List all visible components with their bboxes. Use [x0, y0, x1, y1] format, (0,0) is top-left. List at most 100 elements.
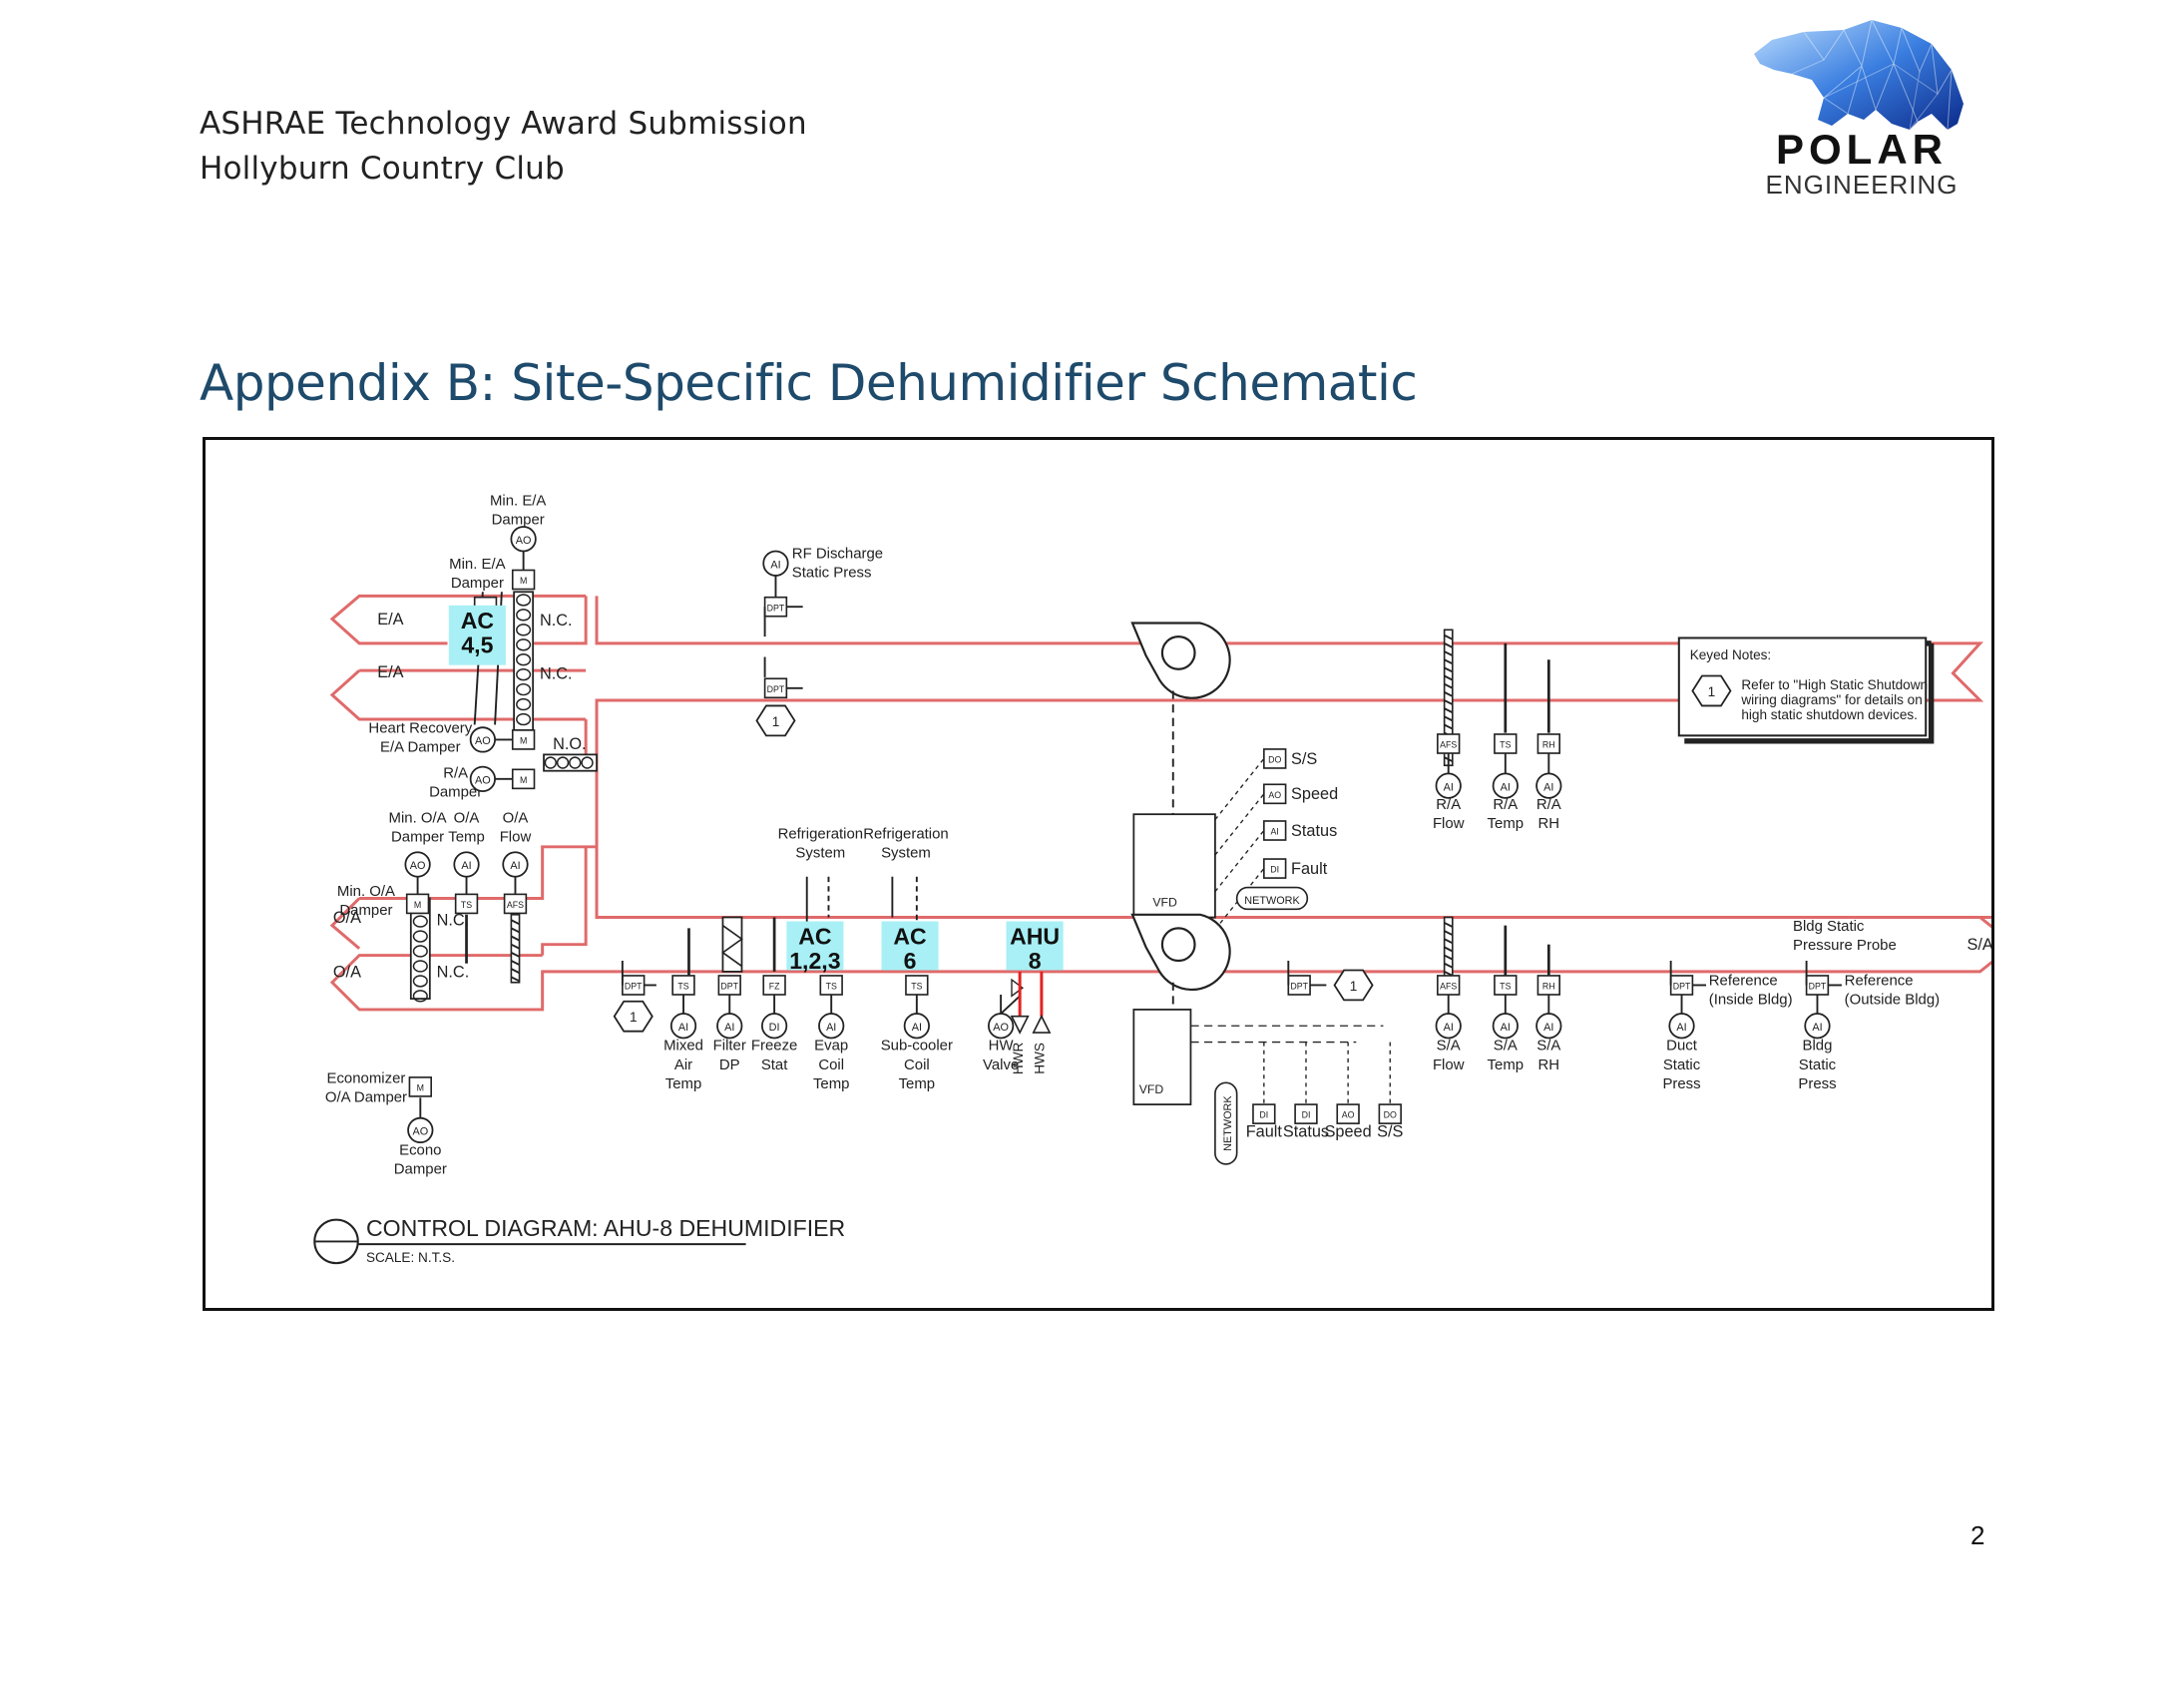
rf-point-label-0: S/S	[1291, 750, 1317, 768]
min-ea-damper-column-blade	[516, 653, 532, 666]
sa-sensor-ai-1-tag: AI	[1501, 1022, 1511, 1034]
heat-recovery-label: E/A Damper	[380, 739, 461, 756]
page-title: Appendix B: Site-Specific Dehumidifier S…	[200, 354, 1418, 412]
bottom-sensor-label-4: Coil	[904, 1056, 930, 1073]
sf-point-3-tag: DO	[1384, 1110, 1397, 1120]
rf-network-pill	[1235, 886, 1309, 911]
ra-sensor-label-0: R/A	[1436, 796, 1461, 813]
bldg-static-ai	[1804, 1013, 1831, 1040]
ra-sensor-label-2: R/A	[1536, 796, 1561, 813]
min-ea-damper-column-blade	[516, 624, 532, 636]
duct-supply-main	[329, 765, 1991, 1012]
economizer-label: Economizer	[327, 1069, 406, 1086]
rf-point-1	[1263, 783, 1287, 805]
supply-vfd-box	[1132, 1009, 1192, 1105]
sa-flow-array-hatch	[1444, 962, 1454, 969]
oa-temp-label: Temp	[448, 828, 485, 845]
sf-point-3	[1378, 1103, 1402, 1124]
ref-outside-label: Reference	[1845, 972, 1914, 989]
sf-point-2	[1336, 1103, 1360, 1124]
rf-dpt-2-tag: DPT	[767, 684, 785, 694]
ac-6-highlight	[881, 921, 939, 971]
caption-scale: SCALE: N.T.S.	[366, 1250, 455, 1265]
bottom-sensor-label-0: Mixed	[663, 1038, 703, 1055]
rf-link	[1214, 830, 1265, 893]
min-ea-damper-label: Min. E/A	[449, 556, 505, 573]
bottom-sensor-ai-2-tag: DI	[769, 1022, 780, 1034]
sa-sensor-ai-1	[1492, 1013, 1519, 1040]
bottom-sensor-ai-5-tag: AO	[993, 1022, 1009, 1034]
duct-static-label: Press	[1662, 1075, 1700, 1092]
bldg-static-ai-tag: AI	[1812, 1022, 1822, 1034]
ra-damper-ao-tag: AO	[475, 775, 491, 787]
keyed-note-1-rf	[755, 704, 796, 737]
supply-fan-icon-hub	[1160, 927, 1196, 963]
keyed-note-1-mixed	[613, 1000, 654, 1033]
rf-point-label-2: Status	[1291, 822, 1337, 840]
oa-flow-array-hatch	[510, 951, 520, 958]
bldg-static-label: Static	[1799, 1056, 1837, 1073]
bldg-static-label: Bldg	[1803, 1038, 1833, 1055]
ra-flow-array-hatch	[1444, 682, 1454, 689]
sa-sensor-0-tag: AFS	[1440, 982, 1457, 992]
keyed-note-1-rf-tag: 1	[772, 714, 780, 729]
ra-flow-array-hatch	[1444, 715, 1454, 722]
polar-engineering-logo: POLAR ENGINEERING	[1754, 18, 1964, 200]
sa-sensor-label-0: Flow	[1433, 1056, 1465, 1073]
rf-discharge-label: RF Discharge	[792, 545, 883, 562]
keyed-note-1-discharge	[1333, 969, 1374, 1002]
ra-flow-array-hatch	[1444, 642, 1454, 648]
min-ea-damper-label: Damper	[451, 575, 504, 592]
duct-ea-lower	[329, 668, 587, 721]
oa-label-1: O/A	[333, 909, 361, 927]
keyed-notes-title: Keyed Notes:	[1690, 647, 1772, 662]
bottom-sensor-label-1: DP	[719, 1056, 740, 1073]
oa-flow-label: Flow	[500, 828, 532, 845]
ac-6-highlight-label: 6	[904, 948, 917, 974]
oa-label-2: O/A	[333, 963, 361, 981]
sf-point-label-1: Status	[1283, 1123, 1329, 1141]
oa-flow-array-hatch	[510, 935, 520, 942]
ra-flow-array-hatch	[1444, 650, 1454, 656]
sa-sensor-2-tag: RH	[1542, 982, 1555, 992]
min-ea-damper-column-blade	[516, 667, 532, 681]
sa-flow-array-hatch	[1444, 946, 1454, 953]
sa-sensor-label-2: RH	[1538, 1056, 1560, 1073]
ra-flow-array-hatch	[1444, 707, 1454, 714]
bottom-sensor-label-5: Valve	[983, 1056, 1019, 1073]
ref-inside-label: (Inside Bldg)	[1709, 992, 1793, 1009]
ac-1-2-3-highlight	[786, 921, 844, 971]
bottom-sensor-label-3: Coil	[818, 1056, 844, 1073]
min-oa-damper-left-label: Damper	[339, 902, 392, 919]
econo-damper-label: Econo	[399, 1141, 441, 1158]
min-ea-damper-column-blade	[516, 682, 532, 696]
refrigeration-2-label: Refrigeration	[863, 826, 949, 843]
rf-dpt-tag: DPT	[767, 603, 785, 613]
bottom-sensor-ai-4	[903, 1013, 930, 1040]
bottom-sensor-label-1: Filter	[713, 1038, 746, 1055]
ra-sensor-ai-0-tag: AI	[1444, 781, 1454, 793]
hwr-arrow	[1010, 1015, 1030, 1035]
ra-sensor-label-2: RH	[1538, 815, 1560, 832]
sf-point-label-0: Fault	[1246, 1123, 1283, 1141]
econo-ao-tag: AO	[412, 1126, 428, 1138]
min-oa-actuator-tag: M	[414, 900, 421, 910]
ac-6-highlight-label: AC	[893, 924, 927, 950]
ra-sensor-ai-1	[1492, 772, 1519, 799]
economizer-actuator	[408, 1076, 433, 1097]
bottom-sensor-4-tag: TS	[911, 982, 922, 992]
bottom-sensor-label-0: Temp	[665, 1075, 702, 1092]
bottom-sensor-ai-3	[818, 1013, 845, 1040]
hws-arrow	[1032, 1014, 1052, 1034]
min-ea-actuator-top-tag: M	[520, 576, 527, 586]
ra-sensor-ai-1-tag: AI	[1501, 781, 1511, 793]
hws-label: HWS	[1033, 1043, 1048, 1074]
ra-flow-array-hatch	[1444, 633, 1454, 640]
bottom-sensor-ai-1-tag: AI	[724, 1022, 734, 1034]
caption-title: CONTROL DIAGRAM: AHU-8 DEHUMIDIFIER	[366, 1215, 845, 1241]
logo-word-engineering: ENGINEERING	[1765, 170, 1958, 200]
page-number: 2	[1970, 1520, 1985, 1550]
ra-sensor-0-tag: AFS	[1440, 740, 1457, 750]
oa-temp-ai-tag: AI	[461, 860, 471, 872]
oa-flow-array-hatch	[510, 976, 520, 983]
